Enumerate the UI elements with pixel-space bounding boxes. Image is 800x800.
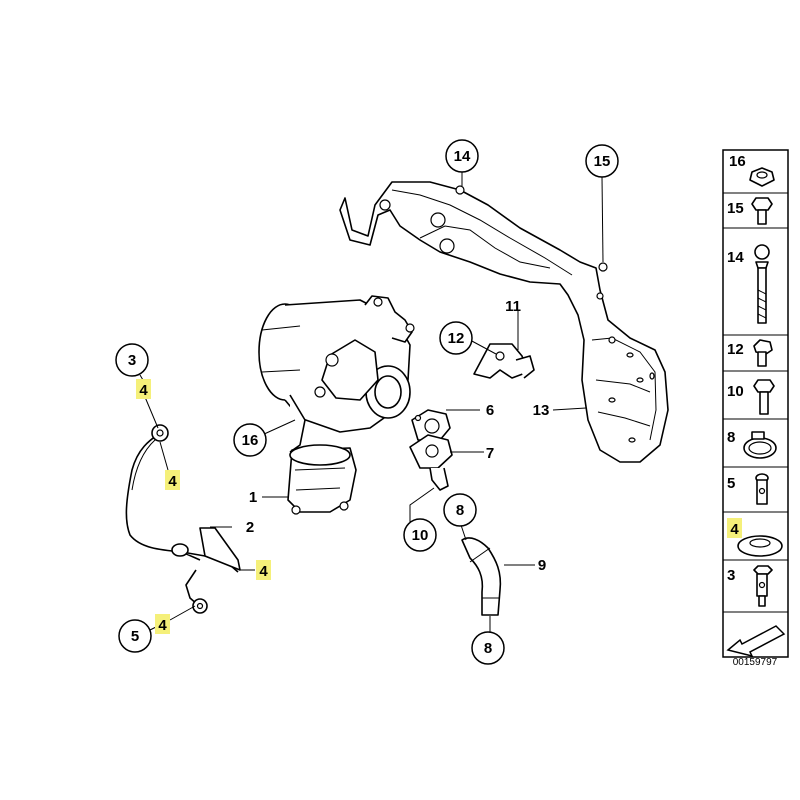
callout-15: 15 xyxy=(594,153,611,170)
gasket[interactable] xyxy=(411,409,451,441)
banjo-bolt-icon xyxy=(753,565,773,607)
callout-circle xyxy=(115,343,149,377)
legend-label-12: 12 xyxy=(727,341,744,358)
sealing-ring-icon xyxy=(737,535,783,557)
highlight-box xyxy=(155,614,170,634)
callout-4-c: 4 xyxy=(259,563,268,580)
callout-circle xyxy=(403,518,437,552)
callout-circle xyxy=(471,631,505,665)
callout-circle xyxy=(443,493,477,527)
callout-12: 12 xyxy=(448,330,465,347)
legend-label-14: 14 xyxy=(727,249,744,266)
callout-8-lower: 8 xyxy=(484,640,492,657)
nut-icon xyxy=(749,167,775,187)
callout-16: 16 xyxy=(242,432,259,449)
callout-circle xyxy=(585,144,619,178)
bracket[interactable] xyxy=(473,343,535,379)
callout-13: 13 xyxy=(533,402,550,419)
flange-bolt-icon xyxy=(751,197,773,225)
callout-9: 9 xyxy=(538,557,546,574)
legend-label-4: 4 xyxy=(730,521,739,538)
highlight-box xyxy=(136,379,151,399)
callout-3: 3 xyxy=(128,352,136,369)
callout-6: 6 xyxy=(486,402,494,419)
legend-panel: 16 15 14 12 10 8 xyxy=(722,149,789,658)
callout-8-upper: 8 xyxy=(456,502,464,519)
callout-5: 5 xyxy=(131,628,139,645)
turbocharger[interactable] xyxy=(258,295,415,515)
callout-4-b: 4 xyxy=(168,473,177,490)
hose-clamp-icon xyxy=(743,431,777,459)
legend-label-16: 16 xyxy=(729,153,746,170)
hose[interactable] xyxy=(461,537,502,616)
callout-circle xyxy=(445,139,479,173)
highlight-box xyxy=(256,560,271,580)
highlight-box xyxy=(727,518,742,538)
callout-7: 7 xyxy=(486,445,494,462)
callout-4-a: 4 xyxy=(139,382,148,399)
callout-circle xyxy=(439,321,473,355)
arrow-icon xyxy=(726,625,786,658)
oil-feed-pipe[interactable] xyxy=(125,424,241,614)
legend-label-5: 5 xyxy=(727,475,735,492)
legend-label-8: 8 xyxy=(727,429,735,446)
callout-14: 14 xyxy=(454,148,471,165)
legend-label-10: 10 xyxy=(727,383,744,400)
callout-2: 2 xyxy=(246,519,254,536)
callout-circle xyxy=(118,619,152,653)
oil-return-pipe[interactable] xyxy=(409,434,453,491)
reference-number: 00159797 xyxy=(733,657,778,668)
callout-4-d: 4 xyxy=(158,617,167,634)
legend-label-3: 3 xyxy=(727,567,735,584)
stud-icon xyxy=(754,244,770,324)
hollow-bolt-icon xyxy=(753,339,773,367)
hex-bolt-icon xyxy=(753,379,775,415)
highlight-box xyxy=(165,470,180,490)
callout-circle xyxy=(233,423,267,457)
legend-label-15: 15 xyxy=(727,200,744,217)
callouts: 14 15 11 12 13 6 7 8 9 8 10 16 1 2 3 xyxy=(115,139,619,665)
callout-10: 10 xyxy=(412,527,429,544)
callout-1: 1 xyxy=(249,489,257,506)
banjo-bolt-icon xyxy=(755,473,769,505)
heat-shield[interactable] xyxy=(339,181,669,463)
callout-11: 11 xyxy=(505,298,521,315)
